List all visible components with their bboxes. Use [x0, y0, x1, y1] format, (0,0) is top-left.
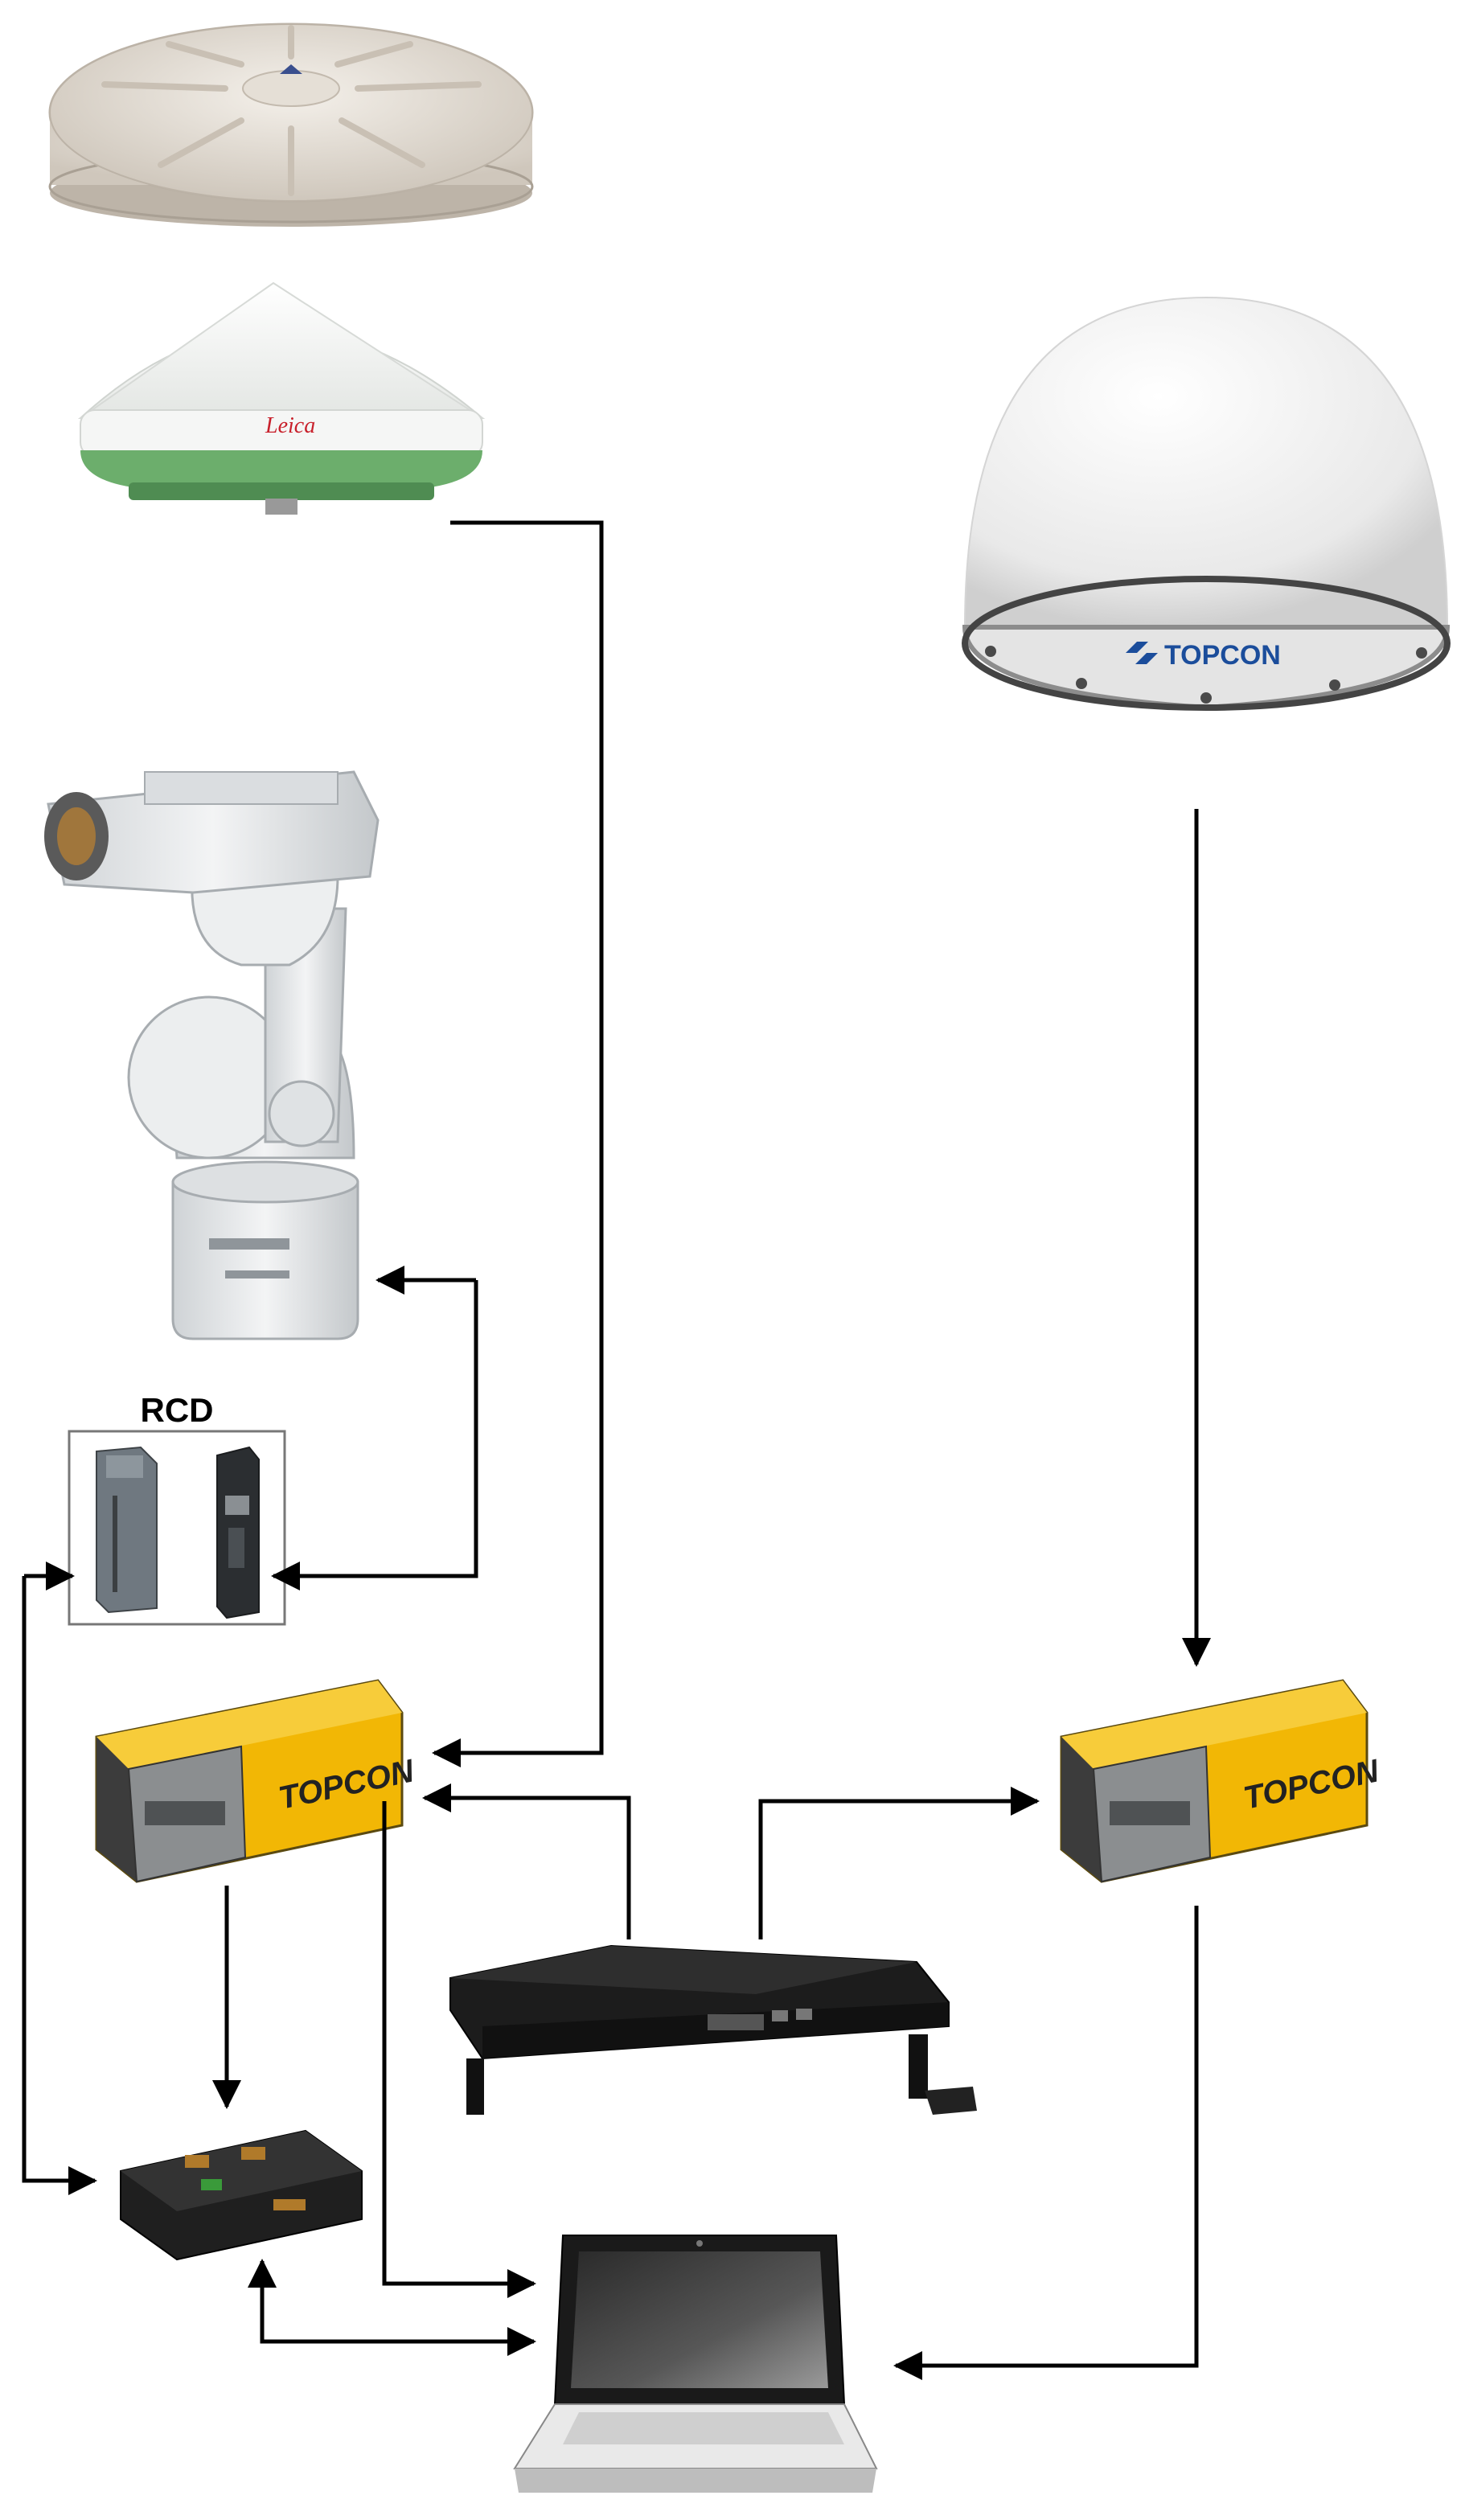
- leica-gnss-antenna-icon: Leica: [77, 281, 486, 515]
- arrow-robot-rcd-link: [271, 1280, 478, 1590]
- robot-arm-icon: [44, 770, 380, 1340]
- topcon-logo: TOPCON: [1164, 640, 1281, 671]
- arrow-distributor-to-right-receiver: [758, 1787, 1040, 1939]
- arrow-right-receiver-to-laptop: [893, 1906, 1199, 2380]
- embedded-board-icon: [120, 2129, 363, 2261]
- rcd-label: RCD: [141, 1391, 214, 1429]
- topcon-receiver-icon: TOPCON: [1060, 1679, 1383, 1883]
- topcon-receiver-icon: TOPCON: [95, 1679, 418, 1883]
- arrow-distributor-to-receiver: [422, 1783, 631, 1939]
- choke-ring-antenna-icon: [48, 23, 534, 227]
- topcon-dome-antenna-icon: TOPCON: [962, 296, 1451, 711]
- arrow-leica-to-receiver: [432, 520, 604, 1767]
- signal-distributor-icon: [449, 1944, 977, 2115]
- arrow-left-bracket-to-board: [22, 1576, 97, 2195]
- leica-logo: Leica: [265, 413, 315, 438]
- rcd-controller-icon: [68, 1430, 286, 1626]
- arrow-receiver-to-laptop: [382, 1801, 536, 2298]
- laptop-icon: [513, 2235, 878, 2493]
- arrow-laptop-to-board: [248, 2259, 534, 2344]
